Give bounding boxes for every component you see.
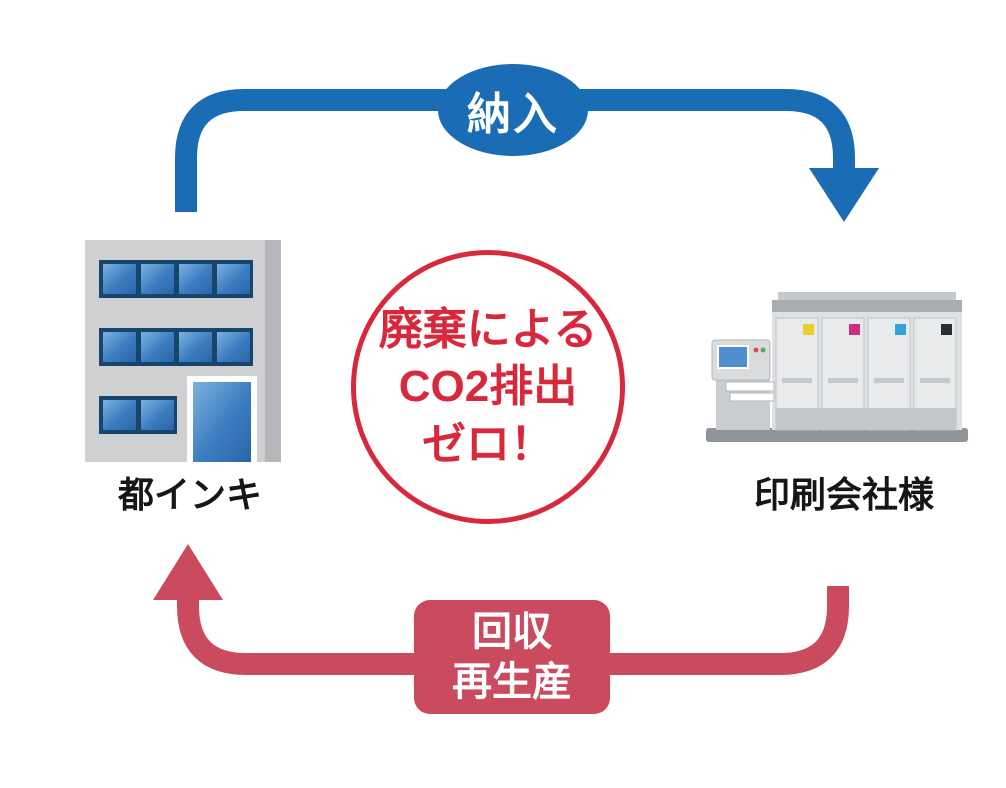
building-window-row-2 (99, 328, 253, 366)
delivery-badge: 納入 (438, 64, 588, 156)
return-badge-line2: 再生産 (452, 660, 572, 704)
delivery-arrowhead-icon (809, 168, 879, 222)
building-window-row-1 (99, 260, 253, 298)
co2-zero-line2: CO2排出 (398, 362, 578, 412)
printing-press-icon (706, 292, 968, 442)
return-arrowhead-icon (153, 544, 223, 600)
building-window-row-3 (99, 396, 177, 434)
return-badge-line1: 回収 (472, 610, 552, 654)
press-console (711, 339, 775, 430)
delivery-badge-label: 納入 (467, 90, 559, 139)
press-tower-units (775, 317, 957, 431)
left-entity-caption: 都インキ (117, 474, 262, 515)
return-badge: 回収 再生産 (414, 600, 610, 714)
co2-zero-badge: 廃棄による CO2排出 ゼロ！ (351, 250, 625, 524)
co2-zero-line3: ゼロ！ (422, 419, 554, 469)
building-door (187, 376, 257, 462)
right-entity-caption: 印刷会社様 (753, 474, 934, 515)
office-building-icon (85, 240, 281, 462)
co2-zero-line1: 廃棄による (378, 305, 598, 355)
press-platform (706, 428, 968, 442)
